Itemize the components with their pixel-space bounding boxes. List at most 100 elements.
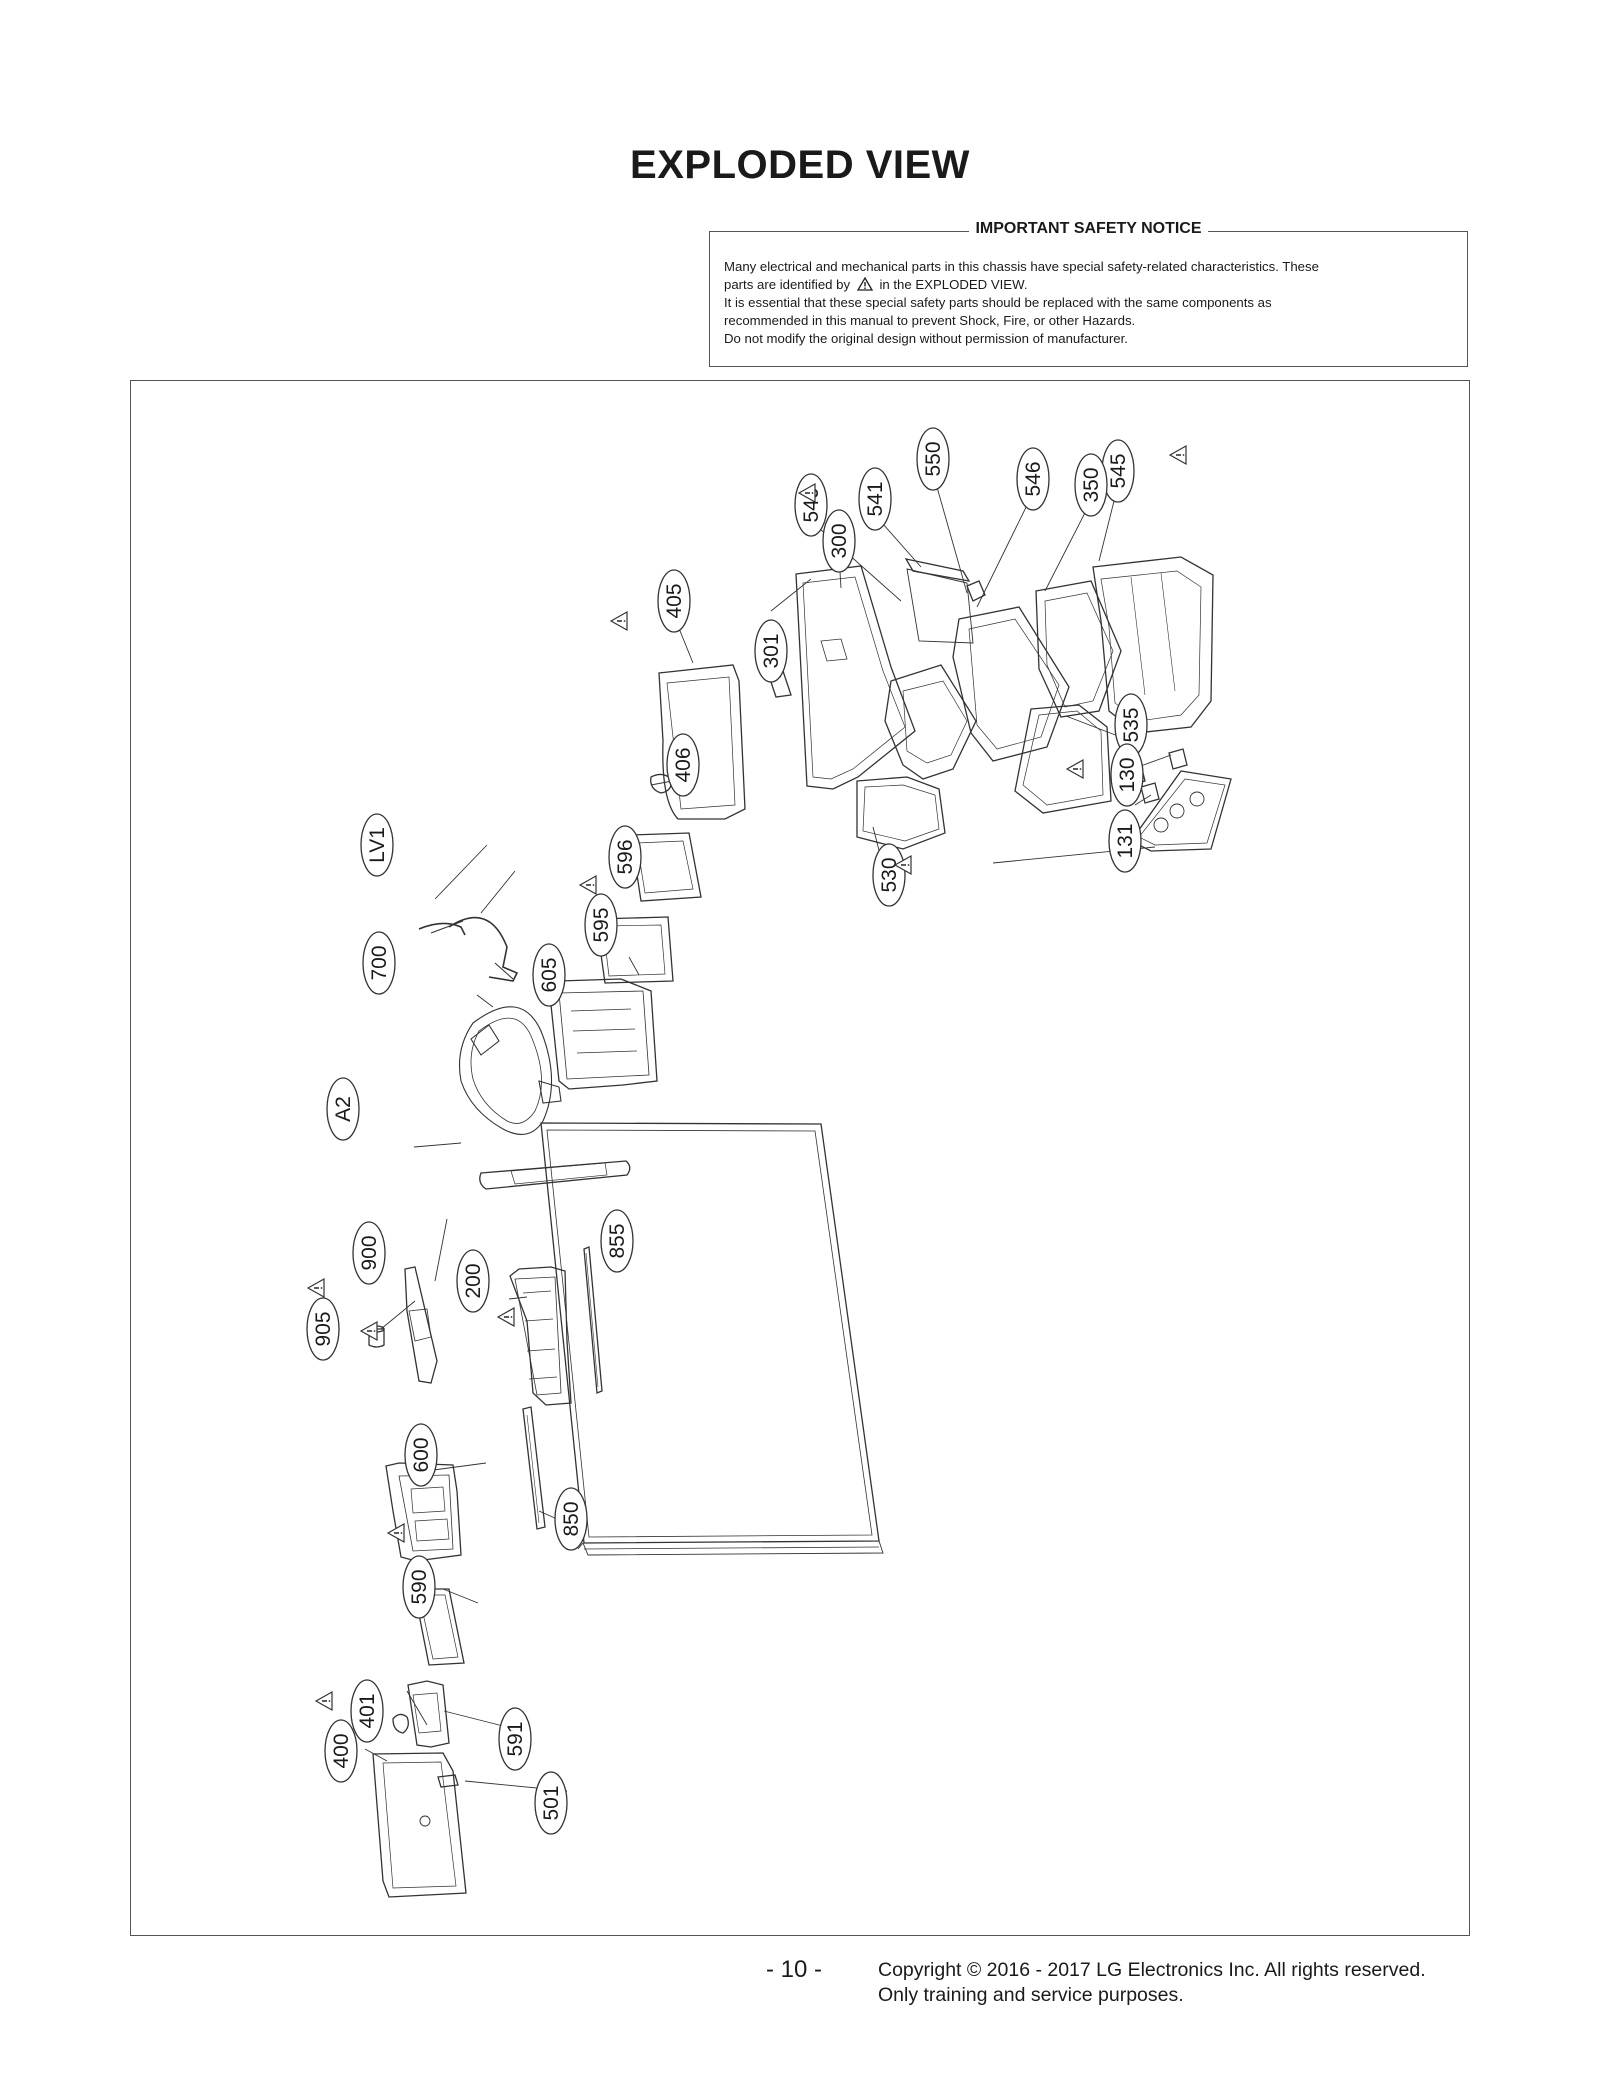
warning-triangle-icon: [306, 1277, 325, 1299]
part-callout-850: 850: [554, 1487, 588, 1551]
bracket-596: [630, 832, 702, 902]
callout-label: 130: [1116, 757, 1139, 792]
callout-label: 605: [538, 957, 561, 992]
callout-oval: [402, 1555, 436, 1619]
callout-oval: [1016, 447, 1050, 511]
warning-triangle-icon: [609, 610, 628, 632]
callout-label: 900: [358, 1235, 381, 1270]
callout-oval: [362, 931, 396, 995]
callout-label: 545: [1107, 453, 1130, 488]
warning-triangle-icon: [797, 482, 816, 504]
part-callout-596: 596: [608, 825, 642, 889]
stand-guide-200: [509, 1266, 572, 1406]
callout-oval: [1108, 809, 1142, 873]
cover-300: [795, 565, 916, 790]
callout-oval: [600, 1209, 634, 1273]
part-callout-300: 300: [822, 509, 856, 573]
part-callout-A2: A2: [326, 1077, 360, 1141]
callout-label: 855: [606, 1223, 629, 1258]
callout-oval: [754, 619, 788, 683]
part-callout-550: 550: [916, 427, 950, 491]
safety-notice-heading: IMPORTANT SAFETY NOTICE: [710, 220, 1467, 238]
warning-triangle-icon: [314, 1690, 333, 1712]
bracket-541-body: [906, 568, 974, 644]
callout-oval: [360, 813, 394, 877]
callout-oval: [350, 1679, 384, 1743]
warning-triangle-icon: [1168, 444, 1187, 466]
part-callout-900: 900: [352, 1221, 386, 1285]
callout-oval: [916, 427, 950, 491]
callout-label: A2: [332, 1096, 355, 1122]
callout-label: 550: [922, 441, 945, 476]
callout-label: 530: [878, 857, 901, 892]
callout-label: 595: [590, 907, 613, 942]
part-callout-590: 590: [402, 1555, 436, 1619]
callout-label: 546: [1022, 461, 1045, 496]
part-callout-540: 540: [794, 473, 828, 537]
shield-546: [952, 606, 1070, 762]
connector-501: [437, 1774, 459, 1788]
warning-triangle-icon: [1065, 758, 1084, 780]
callout-label: 850: [560, 1501, 583, 1536]
callout-oval: [554, 1487, 588, 1551]
callout-oval: [404, 1423, 438, 1487]
callout-oval: [1074, 453, 1108, 517]
notice-line: parts are identified by in the EXPLODED …: [724, 277, 1028, 292]
callout-label: 700: [368, 945, 391, 980]
part-callout-405: 405: [657, 569, 691, 633]
safety-marks: [306, 444, 1187, 1712]
back-cover-400: [372, 1752, 467, 1898]
callout-oval: [608, 825, 642, 889]
callout-label: 501: [540, 1785, 563, 1820]
callout-label: 350: [1080, 467, 1103, 502]
part-callout-905: 905: [306, 1297, 340, 1361]
callout-oval: [666, 733, 700, 797]
callout-oval: [456, 1249, 490, 1313]
callout-oval: [324, 1719, 358, 1783]
callout-label: 596: [614, 839, 637, 874]
board-540: [884, 664, 977, 780]
part-callout-401: 401: [350, 1679, 384, 1743]
safety-notice-box: IMPORTANT SAFETY NOTICE Many electrical …: [709, 220, 1468, 367]
callout-label: 535: [1120, 707, 1143, 742]
screw-406: [650, 773, 672, 794]
callout-label: 131: [1114, 823, 1137, 858]
part-callout-406: 406: [666, 733, 700, 797]
callout-label: 200: [462, 1263, 485, 1298]
callout-oval: [858, 467, 892, 531]
cable-LV1: [418, 916, 519, 982]
callout-label: 905: [312, 1311, 335, 1346]
notice-line: Do not modify the original design withou…: [724, 331, 1128, 346]
speaker-530: [856, 776, 946, 850]
page-title: EXPLODED VIEW: [630, 143, 970, 187]
callout-oval: [532, 943, 566, 1007]
switch-550: [966, 580, 986, 602]
sheet-535: [1014, 704, 1112, 814]
callout-label: 406: [672, 747, 695, 782]
callout-label: 400: [330, 1733, 353, 1768]
part-callout-546: 546: [1016, 447, 1050, 511]
usage-note: Only training and service purposes.: [878, 1984, 1184, 2006]
callout-label: 600: [410, 1437, 433, 1472]
callout-oval: [352, 1221, 386, 1285]
part-callout-530: 530: [872, 843, 906, 907]
fan-131: [1130, 770, 1232, 852]
part-outlines: [368, 556, 1232, 1898]
notice-line: Many electrical and mechanical parts in …: [724, 259, 1319, 274]
panel-strip: [583, 1246, 603, 1394]
part-callout-350: 350: [1074, 453, 1108, 517]
warning-triangle-icon: [359, 1320, 378, 1342]
callout-label: 541: [864, 481, 887, 516]
stand-knob-905: [368, 1328, 385, 1348]
part-callout-591: 591: [498, 1707, 532, 1771]
board-595: [595, 916, 674, 984]
callout-label: 301: [760, 633, 783, 668]
copyright-line: Copyright © 2016 - 2017 LG Electronics I…: [878, 1959, 1426, 1981]
terminal-591: [407, 1680, 450, 1748]
stand-plate-850: [522, 1406, 546, 1530]
callout-oval: [534, 1771, 568, 1835]
part-callout-600: 600: [404, 1423, 438, 1487]
part-callout-545: 545: [1101, 439, 1135, 503]
